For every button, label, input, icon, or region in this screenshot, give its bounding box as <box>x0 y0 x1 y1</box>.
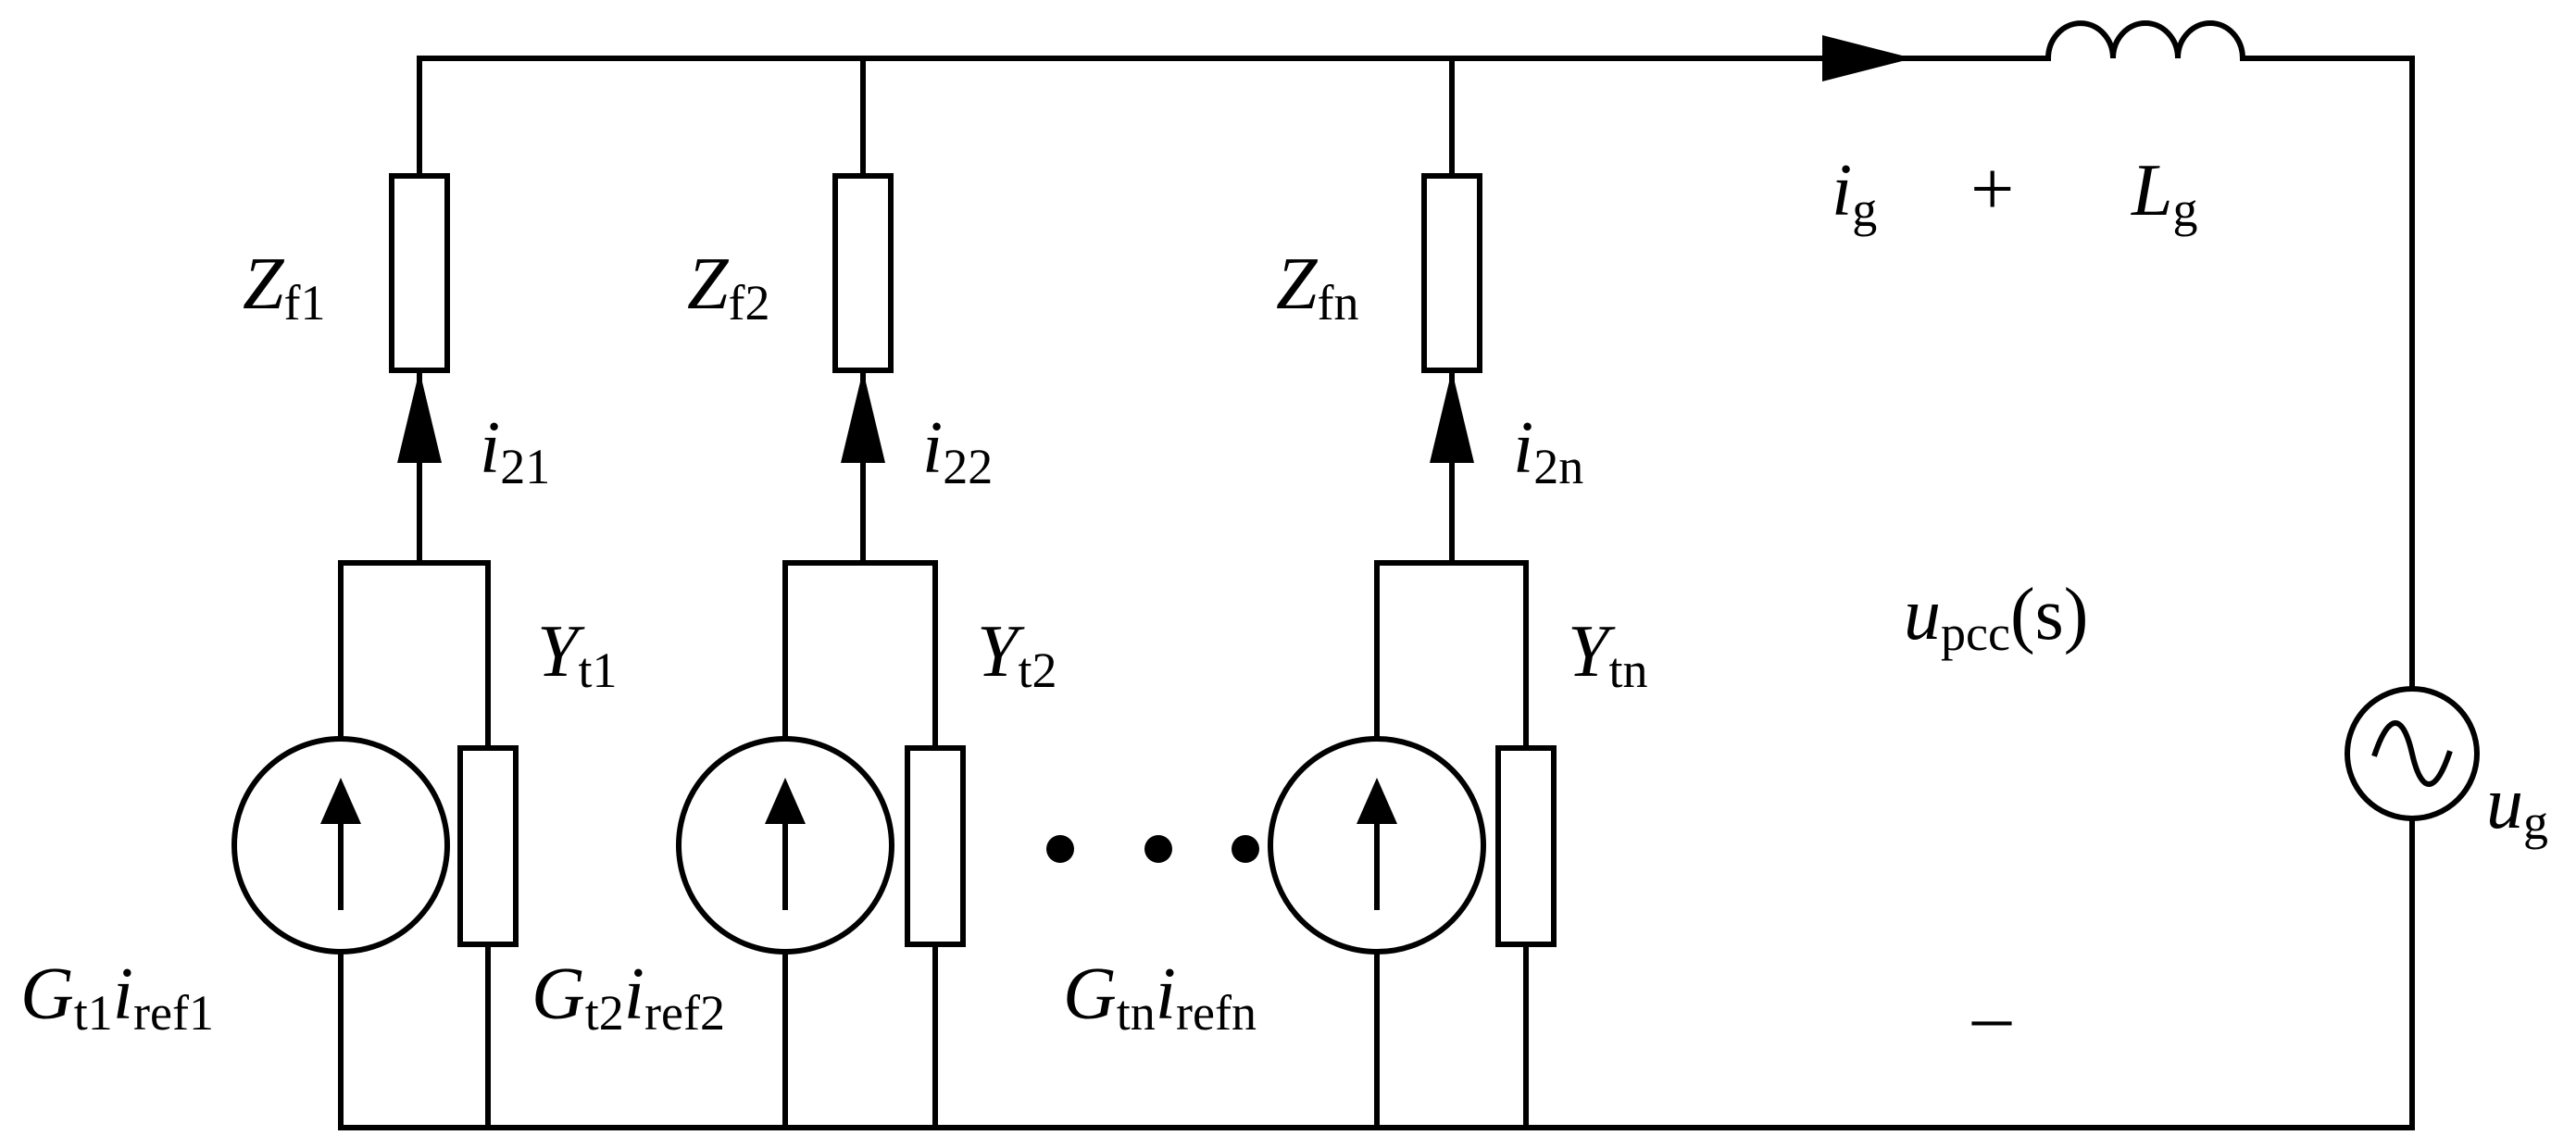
label-ig: ig <box>1832 150 1877 237</box>
label-zf2: Zf2 <box>687 243 769 331</box>
label-ug: ug <box>2486 763 2548 850</box>
label-i21: i21 <box>480 407 550 494</box>
label-lg: Lg <box>2131 150 2198 237</box>
sine-wave-icon <box>2371 720 2453 787</box>
current-arrow-i2n <box>1430 370 1474 463</box>
impedance-zfn <box>1421 173 1482 373</box>
label-yt1: Yt1 <box>537 611 618 698</box>
current-source-n <box>1268 736 1486 955</box>
admittance-ytn <box>1495 745 1557 947</box>
ellipsis-dots <box>1046 835 1259 863</box>
label-i2n: i2n <box>1513 407 1583 494</box>
current-arrow-i22 <box>841 370 885 463</box>
current-source-1 <box>231 736 450 955</box>
label-zfn: Zfn <box>1276 243 1358 331</box>
inductor-lg <box>2042 20 2246 62</box>
label-i22: i22 <box>922 407 993 494</box>
grid-current-arrow <box>1822 35 1913 81</box>
impedance-zf1 <box>389 173 450 373</box>
label-ytn: Ytn <box>1568 611 1648 698</box>
current-source-2 <box>676 736 894 955</box>
minus-sign: – <box>1971 973 2012 1059</box>
label-source-2: Gt2iref2 <box>531 954 725 1041</box>
label-zf1: Zf1 <box>243 243 325 331</box>
admittance-yt2 <box>905 745 966 947</box>
current-arrow-i21 <box>397 370 442 463</box>
impedance-zf2 <box>832 173 894 373</box>
ac-voltage-source <box>2345 686 2480 821</box>
label-source-1: Gt1iref1 <box>20 954 214 1041</box>
label-upcc: upcc(s) <box>1904 574 2088 661</box>
plus-sign: + <box>1970 146 2014 232</box>
wires <box>338 56 2415 1130</box>
label-source-n: Gtnirefn <box>1063 954 1257 1041</box>
admittance-yt1 <box>457 745 519 947</box>
label-yt2: Yt2 <box>977 611 1057 698</box>
